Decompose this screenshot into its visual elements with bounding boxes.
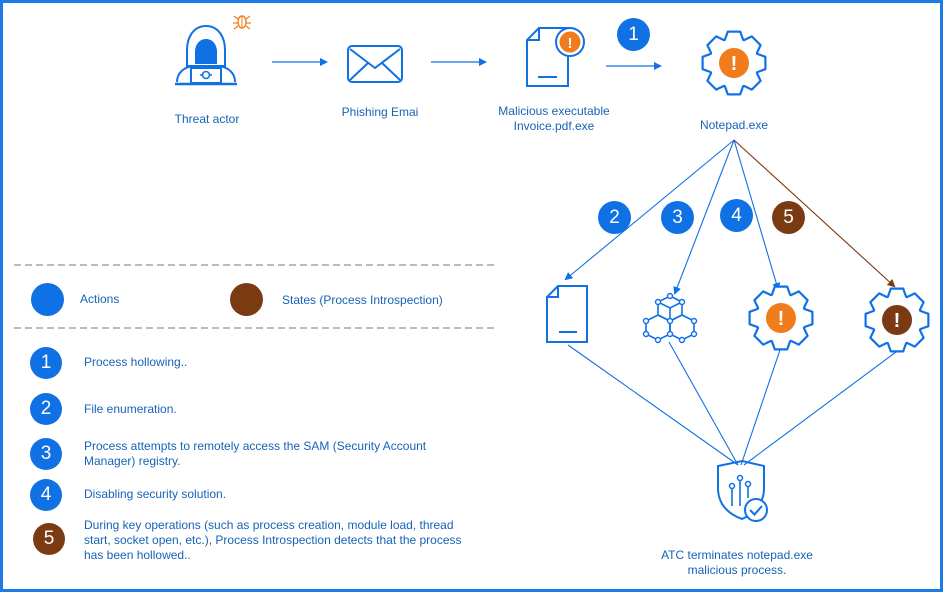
line-state-gear-to-atc: [743, 351, 897, 466]
atc-label-line2: malicious process.: [687, 563, 787, 577]
arrow-notepad-to-gear: [733, 139, 781, 291]
warning-mark: !: [894, 310, 901, 332]
badge-step-5: 5: [772, 201, 805, 234]
badge-step-4: 4: [720, 199, 753, 232]
step-4-text: Disabling security solution.: [84, 487, 227, 501]
notepad-label: Notepad.exe: [699, 118, 769, 132]
shield-check-icon: [717, 459, 768, 522]
phishing-label: Phishing Emai: [341, 105, 419, 119]
legend-states-swatch: [230, 283, 263, 316]
step-2-badge: 2: [30, 393, 62, 425]
arrow-notepad-to-file: [564, 139, 735, 281]
bug-icon: [233, 15, 251, 30]
gear-warning-icon-state: !: [864, 287, 930, 353]
hooded-hacker-icon: [175, 24, 237, 86]
step-1-text: Process hollowing..: [84, 355, 188, 369]
malicious-label-line1: Malicious executable: [498, 104, 610, 118]
step-4-badge: 4: [30, 479, 62, 511]
step-1-badge: 1: [30, 347, 62, 379]
arrow-notepad-to-cubes: [673, 139, 735, 295]
step-3-badge: 3: [30, 438, 62, 470]
envelope-icon: [347, 45, 403, 83]
step-5-badge: 5: [33, 523, 65, 555]
legend-actions-swatch: [31, 283, 64, 316]
gear-warning-icon-action: !: [748, 285, 814, 351]
line-cubes-to-atc: [668, 341, 739, 466]
warning-mark: !: [778, 308, 785, 330]
badge-step-2: 2: [598, 201, 631, 234]
step-5-text-line1: During key operations (such as process c…: [84, 518, 454, 532]
atc-label-line1: ATC terminates notepad.exe: [661, 548, 813, 562]
step-3-text-line2: Manager) registry.: [84, 454, 181, 468]
line-file-to-atc: [567, 344, 739, 466]
step-5-text-line3: has been hollowed..: [84, 548, 191, 562]
malicious-label-line2: Invoice.pdf.exe: [513, 119, 595, 133]
legend-states-label: States (Process Introspection): [282, 293, 443, 307]
badge-step-3: 3: [661, 201, 694, 234]
warning-mark: !: [731, 53, 738, 75]
step-3-text-line1: Process attempts to remotely access the …: [84, 439, 427, 453]
document-warning-icon: !: [526, 27, 585, 87]
line-gear-to-atc: [740, 349, 781, 466]
document-icon: [546, 285, 588, 343]
cubes-icon: [642, 292, 698, 344]
arrow-notepad-to-state-gear: [733, 139, 896, 288]
step-5-text-line2: start, socket open, etc.), Process Intro…: [84, 533, 462, 547]
step-2-text: File enumeration.: [84, 402, 177, 416]
warning-mark: !: [568, 35, 573, 52]
badge-step-1: 1: [617, 18, 650, 51]
gear-warning-icon: !: [701, 30, 767, 96]
legend-actions-label: Actions: [80, 292, 120, 306]
threat-actor-label: Threat actor: [174, 112, 240, 126]
